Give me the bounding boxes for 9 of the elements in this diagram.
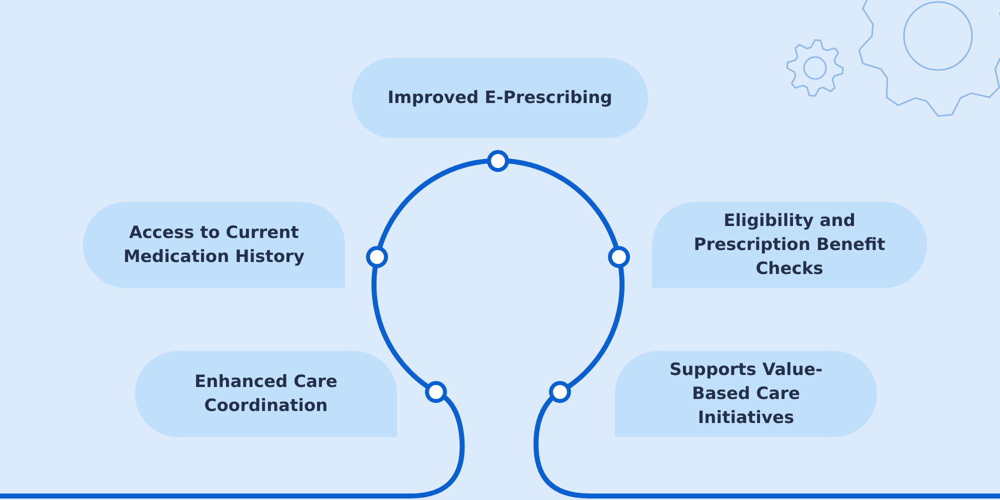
rounded-box	[83, 202, 345, 288]
rounded-box	[652, 202, 927, 288]
rounded-box	[135, 351, 397, 437]
box-label: Eligibility and Prescription Benefit Checks	[692, 210, 886, 281]
box-label: Enhanced Care Coordination	[194, 371, 338, 418]
box-label: Improved E-Prescribing	[388, 87, 612, 110]
box-label: Supports Value-Based Care Initiatives	[668, 359, 824, 430]
box-label: Access to Current Medication History	[122, 222, 306, 269]
rounded-box	[615, 351, 877, 437]
